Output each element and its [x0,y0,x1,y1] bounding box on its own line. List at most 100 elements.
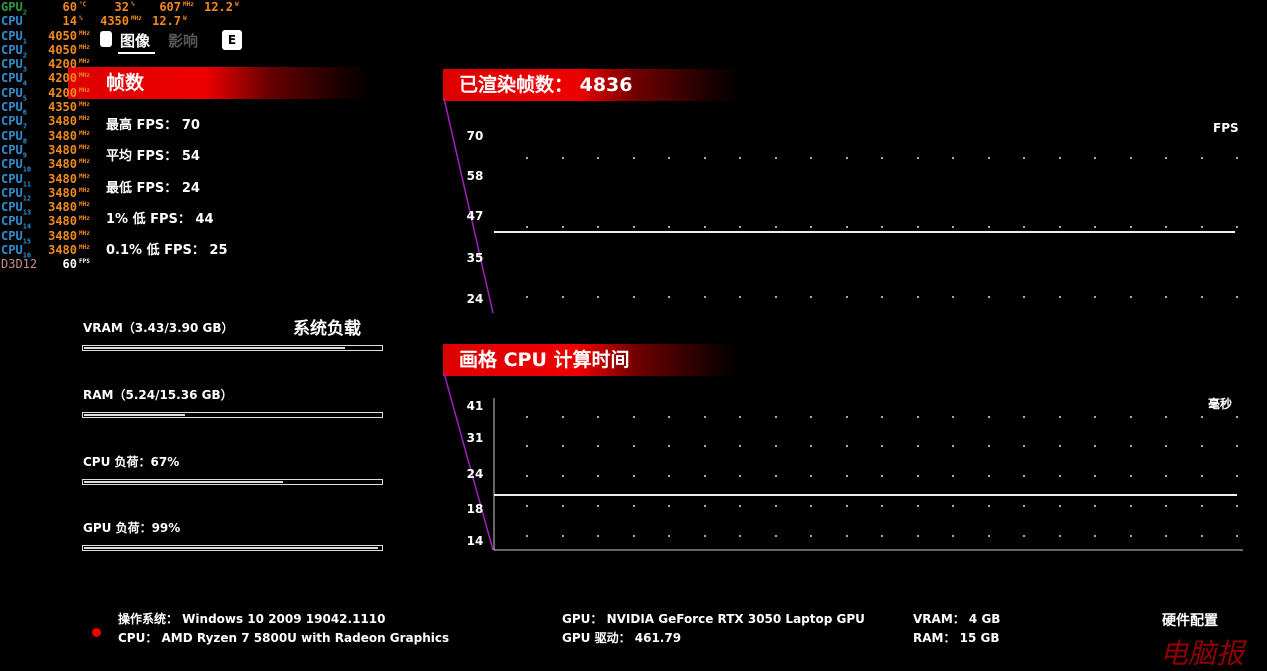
hardware-config-button[interactable]: 硬件配置 [1162,613,1218,629]
grid-dot [1129,157,1132,159]
grid-dot [1058,157,1061,159]
sysinfo-ram: RAM： 15 GB [913,631,1000,645]
tab-impact[interactable]: 影响 [168,32,199,50]
grid-dot [1058,475,1061,477]
grid-dot [774,296,777,298]
grid-dot [1129,505,1132,507]
grid-dot [1023,157,1025,159]
grid-dot [916,416,919,418]
y-tick-label: 18 [466,502,484,516]
grid-dot [810,157,812,159]
grid-dot [561,157,564,159]
osd-cpu-power: 12.7 [152,14,181,29]
load-bar-fill [84,347,346,349]
grid-dot [881,157,883,159]
osd-cpu-load: 14 [62,14,77,29]
grid-dot [526,505,528,507]
osd-core-label: CPU14 [1,214,32,231]
osd-core-clock: 3480 [48,128,77,143]
grid-dot [561,505,564,507]
load-bar [82,345,383,351]
grid-dot [597,535,599,537]
grid-dot [916,505,919,507]
grid-dot [1094,445,1096,447]
osd-unit: MHz [79,43,90,51]
grid-dot [668,296,670,298]
grid-dot [739,535,741,537]
sysinfo-mem-block: VRAM： 4 GB RAM： 15 GB [913,610,1000,648]
grid-dot [987,535,990,537]
grid-dot [1200,416,1203,418]
grid-dot [597,157,599,159]
osd-core-label: CPU7 [1,114,27,131]
y-tick-label: 47 [466,209,484,223]
grid-dot [845,416,848,418]
grid-dot [561,535,564,537]
grid-dot [526,475,528,477]
grid-dot [739,445,741,447]
grid-dot [632,445,635,447]
osd-gpu-label: GPU2 [1,0,27,17]
grid-dot [668,226,670,228]
grid-dot [561,416,564,418]
grid-dot [1058,416,1061,418]
fps-stat: 0.1% 低 FPS： 25 [106,243,228,258]
grid-dot [597,296,599,298]
lock-icon[interactable] [100,31,112,47]
osd-unit: MHz [79,86,90,94]
grid-dot [845,505,848,507]
grid-dot [1023,535,1025,537]
grid-dot [1094,157,1096,159]
grid-dot [561,475,564,477]
sysinfo-vram: VRAM： 4 GB [913,612,1001,626]
y-tick-label: 58 [466,169,484,183]
osd-unit: MHz [79,29,90,37]
osd-d3d-label: D3D12 [1,257,38,272]
grid-dot [632,475,635,477]
grid-dot [1023,416,1025,418]
grid-dot [987,157,990,159]
grid-dot [632,296,635,298]
grid-dot [916,157,919,159]
osd-core-label: CPU13 [1,200,32,217]
grid-dot [810,475,812,477]
grid-dot [952,296,954,298]
grid-dot [1129,445,1132,447]
grid-dot [526,157,528,159]
load-bar-fill [84,547,379,549]
watermark-logo: 电脑报 [1160,637,1245,670]
grid-dot [1236,296,1238,298]
grid-dot [561,296,564,298]
tab-image[interactable]: 图像 [120,32,151,50]
grid-dot [526,535,528,537]
grid-dot [703,505,706,507]
cpu-time-chart-header: 画格 CPU 计算时间 [443,344,743,376]
grid-dot [952,157,954,159]
osd-unit: % [79,15,83,23]
grid-dot [1200,445,1203,447]
grid-dot [739,226,741,228]
grid-dot [952,416,954,418]
osd-unit: MHz [183,1,194,8]
grid-dot [597,226,599,228]
grid-dot [774,157,777,159]
grid-dot [881,445,883,447]
grid-dot [739,416,741,418]
osd-unit: W [235,1,239,8]
cpu-chart-accent-line [443,372,494,551]
osd-unit: MHz [79,101,90,109]
grid-dot [987,296,990,298]
grid-dot [1236,535,1238,537]
key-hint-e[interactable]: E [222,30,242,50]
osd-unit: W [183,15,187,23]
y-tick-label: 35 [466,251,484,265]
y-tick-label: 14 [466,534,484,548]
grid-dot [1094,416,1096,418]
